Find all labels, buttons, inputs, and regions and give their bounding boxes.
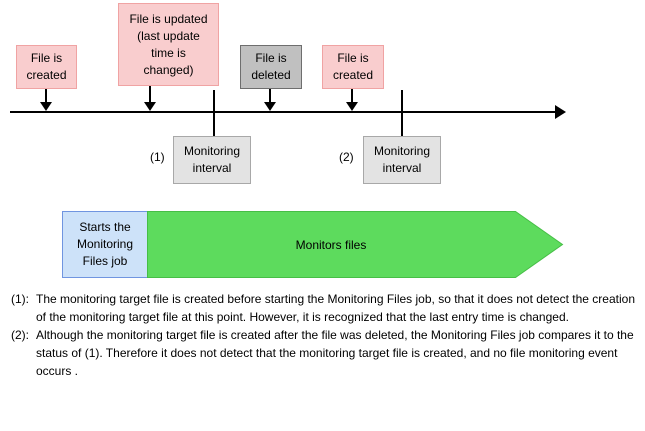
interval-box-2: Monitoring interval <box>363 136 441 184</box>
down-arrow-head-4-icon <box>346 102 358 111</box>
down-arrow-line-2 <box>149 86 151 104</box>
timeline-tick-1 <box>213 90 215 136</box>
event-box-file-deleted: File is deleted <box>240 45 302 89</box>
monitors-files-label: Monitors files <box>295 237 367 252</box>
event-box-file-created-2: File is created <box>322 45 384 89</box>
down-arrow-line-4 <box>351 89 353 104</box>
down-arrow-head-2-icon <box>144 102 156 111</box>
interval-box-1: Monitoring interval <box>173 136 251 184</box>
job-start-box: Starts the Monitoring Files job <box>62 211 148 278</box>
interval-marker-1: (1) <box>150 150 165 164</box>
event-box-file-updated: File is updated (last update time is cha… <box>118 3 219 86</box>
event-box-file-created-1: File is created <box>16 45 77 89</box>
footnote-1: (1): The monitoring target file is creat… <box>11 290 643 326</box>
interval-marker-2: (2) <box>339 150 354 164</box>
timeline-tick-2 <box>401 90 403 136</box>
footnote-1-text: The monitoring target file is created be… <box>36 292 635 324</box>
footnote-2-marker: (2): <box>11 328 29 342</box>
down-arrow-line-1 <box>45 89 47 104</box>
monitors-files-arrow <box>147 211 564 278</box>
down-arrow-line-3 <box>269 89 271 104</box>
footnote-2: (2): Although the monitoring target file… <box>11 326 643 380</box>
timeline-axis <box>10 111 556 113</box>
down-arrow-head-3-icon <box>264 102 276 111</box>
footnotes: (1): The monitoring target file is creat… <box>11 290 643 380</box>
footnote-1-marker: (1): <box>11 292 29 306</box>
timeline-arrowhead-icon <box>555 105 566 119</box>
down-arrow-head-1-icon <box>40 102 52 111</box>
footnote-2-text: Although the monitoring target file is c… <box>36 328 634 378</box>
